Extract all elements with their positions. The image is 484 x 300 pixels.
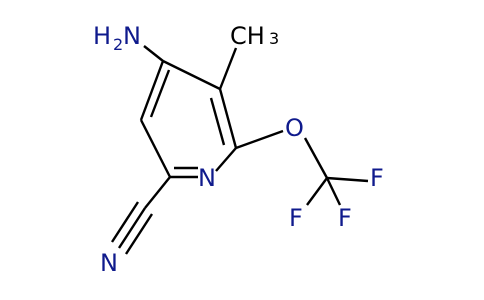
substituent-bonds bbox=[110, 45, 369, 255]
bond-nitrile-3 bbox=[124, 213, 154, 255]
bond-nitrile-1 bbox=[117, 207, 147, 249]
bond-c4-amino bbox=[143, 45, 164, 62]
bond-cf3-f-top bbox=[326, 176, 369, 183]
atom-amino-h: H bbox=[93, 22, 111, 50]
bond-c3-c2-inner bbox=[209, 97, 226, 146]
bond-c3-methyl bbox=[218, 47, 238, 90]
bond-c5-c4-inner bbox=[149, 69, 171, 118]
bond-cf3-f-left bbox=[306, 177, 328, 206]
bond-c2-n1 bbox=[215, 147, 237, 172]
bond-cf3-f-bottom bbox=[325, 177, 342, 206]
atom-amino-n: N bbox=[123, 22, 141, 50]
bond-c3-c2 bbox=[218, 88, 238, 149]
atom-fluorine-left: F bbox=[289, 204, 303, 232]
bond-c6-nitrile-carbon bbox=[144, 176, 171, 209]
bond-c4-c3 bbox=[162, 59, 221, 91]
atom-amino-subscript: 2 bbox=[113, 35, 123, 54]
atom-fluorine-bottom: F bbox=[338, 204, 352, 232]
atom-nitrile-nitrogen: N bbox=[100, 249, 118, 277]
atom-methyl-ch: CH bbox=[230, 22, 265, 50]
bond-c6-c5 bbox=[139, 119, 172, 178]
atom-methyl-subscript: 3 bbox=[269, 29, 279, 48]
trifluoromethyl-group: F F F bbox=[289, 164, 384, 232]
bond-c5-c4 bbox=[139, 60, 165, 121]
bond-oxygen-cf3 bbox=[303, 137, 329, 179]
methyl-group: CH 3 bbox=[230, 22, 279, 50]
pyridine-ring bbox=[139, 59, 238, 179]
atom-ether-oxygen: O bbox=[285, 114, 304, 142]
bond-c2-oxygen bbox=[235, 129, 284, 150]
bond-nitrile-2 bbox=[110, 201, 140, 243]
amino-group: H N 2 bbox=[93, 22, 141, 54]
atom-fluorine-top: F bbox=[370, 164, 384, 192]
atom-ring-nitrogen: N bbox=[198, 164, 216, 192]
